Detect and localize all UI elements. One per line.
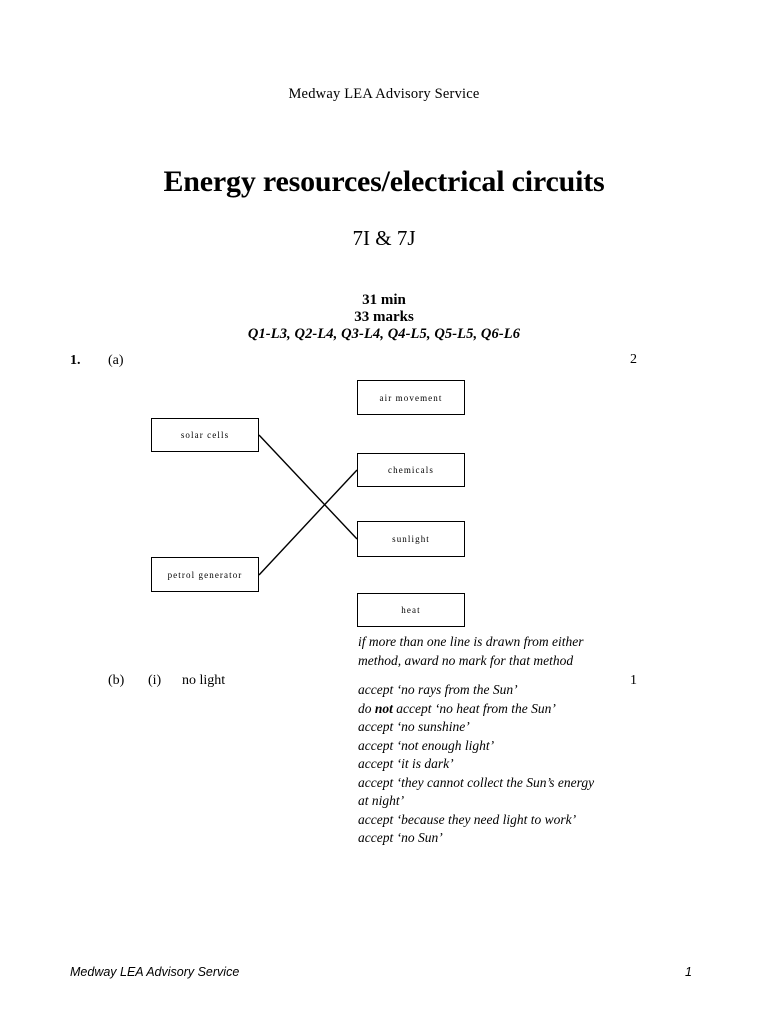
diagram-box-label: heat bbox=[401, 605, 421, 615]
answer-no-light: no light bbox=[182, 673, 226, 688]
diagram-box-label: solar cells bbox=[180, 430, 230, 440]
footer-page-number: 1 bbox=[685, 965, 692, 979]
note-accept-6: accept ‘because they need light to work’ bbox=[358, 811, 577, 827]
note-method-line-2: method, award no mark for that method bbox=[358, 652, 574, 668]
note-accept-1: accept ‘no rays from the Sun’ bbox=[358, 682, 518, 697]
note-accept-2: accept ‘no sunshine’ bbox=[358, 719, 470, 734]
diagram-box-sunlight[interactable]: sunlight bbox=[357, 521, 465, 557]
examiner-notes: if more than one line is drawn from eith… bbox=[358, 633, 626, 848]
diagram-box-label: sunlight bbox=[392, 534, 430, 544]
diagram-box-air-movement[interactable]: air movement bbox=[357, 380, 465, 415]
diagram-box-heat[interactable]: heat bbox=[357, 593, 465, 627]
question-roman-i: (i) bbox=[148, 673, 162, 688]
note-accept-5-line-1: accept ‘they cannot collect the Sun’s en… bbox=[358, 774, 595, 790]
connector-solar-cells-to-sunlight bbox=[258, 434, 358, 540]
note-reject-1: do not accept ‘no heat from the Sun’ bbox=[358, 700, 626, 719]
diagram-box-solar-cells[interactable]: solar cells bbox=[151, 418, 259, 452]
note-accept-3: accept ‘not enough light’ bbox=[358, 737, 495, 753]
diagram-box-label: petrol generator bbox=[167, 569, 243, 580]
marks-value-a: 2 bbox=[630, 352, 637, 367]
duration-label: 31 min bbox=[362, 292, 406, 308]
matching-diagram: solar cells petrol generator air movemen… bbox=[140, 375, 500, 635]
total-marks-label: 33 marks bbox=[354, 309, 414, 325]
document-header: Medway LEA Advisory Service bbox=[288, 86, 480, 102]
connector-petrol-generator-to-chemicals bbox=[258, 469, 358, 576]
note-accept-4: accept ‘it is dark’ bbox=[358, 756, 454, 771]
question-levels-label: Q1-L3, Q2-L4, Q3-L4, Q4-L5, Q5-L5, Q6-L6 bbox=[247, 326, 521, 342]
note-accept-5-line-2: at night’ bbox=[358, 793, 405, 808]
diagram-box-label: air movement bbox=[379, 392, 443, 403]
question-number-1: 1. bbox=[70, 353, 81, 368]
diagram-box-label: chemicals bbox=[388, 465, 434, 475]
note-accept-7: accept ‘no Sun’ bbox=[358, 830, 443, 845]
diagram-box-chemicals[interactable]: chemicals bbox=[357, 453, 465, 487]
footer-organisation: Medway LEA Advisory Service bbox=[70, 965, 240, 979]
diagram-box-petrol-generator[interactable]: petrol generator bbox=[151, 557, 259, 592]
note-reject-emphasis: not bbox=[374, 700, 393, 716]
question-part-a: (a) bbox=[108, 353, 124, 368]
marks-value-b1: 1 bbox=[630, 673, 637, 688]
diagram-connector-lines bbox=[258, 434, 358, 576]
question-part-b: (b) bbox=[108, 673, 125, 688]
assessment-meta: 31 min 33 marks Q1-L3, Q2-L4, Q3-L4, Q4-… bbox=[0, 292, 768, 343]
note-reject-prefix: do bbox=[358, 700, 375, 716]
unit-codes: 7I & 7J bbox=[352, 226, 416, 250]
note-method-line-1: if more than one line is drawn from eith… bbox=[358, 634, 584, 649]
page-title: Energy resources/electrical circuits bbox=[163, 165, 605, 199]
note-reject-suffix: accept ‘no heat from the Sun’ bbox=[392, 700, 556, 716]
